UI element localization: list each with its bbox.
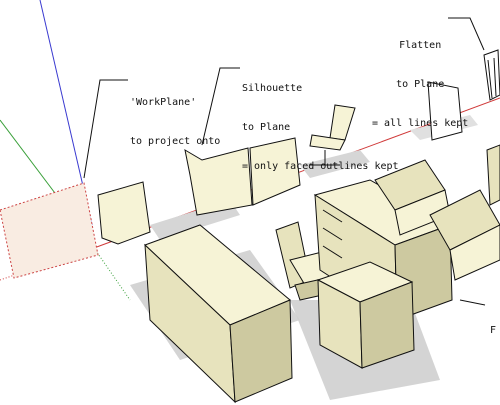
flatten-annotation: Flatten to Plane = all lines kept (372, 13, 468, 143)
workplane-annotation-line1: 'WorkPlane' (130, 97, 197, 108)
silhouette-annotation-line1: Silhouette (242, 83, 303, 94)
silhouette-annotation-line3: = only faced outlines kept (242, 161, 399, 172)
silhouette-annotation: Silhouette to Plane = only faced outline… (242, 56, 399, 186)
silhouette-panel-3 (249, 137, 301, 206)
leader-lines (83, 17, 486, 306)
small-chair (309, 104, 356, 166)
flatten-annotation-line1: Flatten (399, 40, 442, 51)
desk[interactable] (144, 224, 293, 404)
armchair-1[interactable] (374, 159, 451, 236)
furniture-annotation-line1: F (490, 325, 497, 336)
green-axis-dotted (93, 247, 131, 301)
armchair-3[interactable] (486, 144, 500, 206)
flatten-annotation-line2: to Plane (396, 79, 445, 90)
workplane[interactable] (0, 182, 99, 279)
flatten-annotation-line3: = all lines kept (372, 118, 469, 129)
plane-shadow-2 (300, 150, 370, 178)
cabinet[interactable] (316, 261, 415, 369)
silhouette-panel-1 (97, 181, 151, 245)
silhouette-panel-2 (184, 147, 253, 216)
silhouette-panel-4 (427, 81, 463, 141)
workplane-annotation: 'WorkPlane' to project onto (130, 70, 220, 161)
armchair-2[interactable] (429, 189, 500, 281)
workplane-annotation-line2: to project onto (130, 136, 221, 147)
flatten-lines (483, 49, 500, 101)
silhouette-annotation-line2: to Plane (242, 122, 291, 133)
furniture-annotation: F (490, 298, 500, 350)
